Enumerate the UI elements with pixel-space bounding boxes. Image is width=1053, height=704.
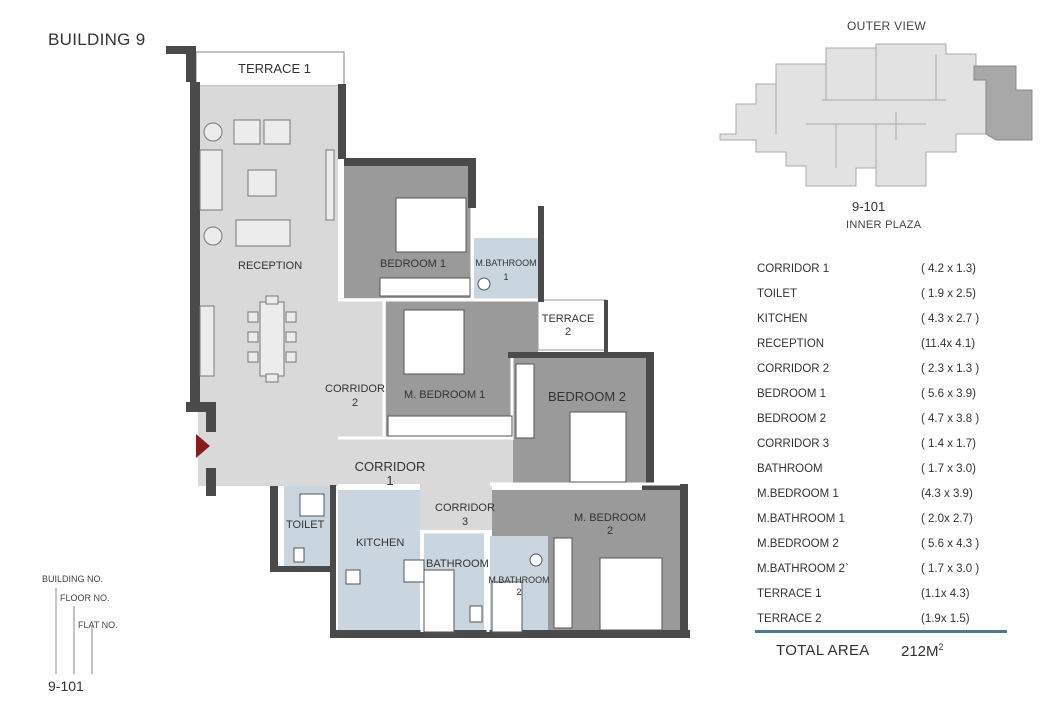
corridor3-area <box>420 484 492 530</box>
outer-view-title: OUTER VIEW <box>847 19 927 33</box>
area-table: CORRIDOR 1 ( 4.2 x 1.3) TOILET ( 1.9 x 2.5)… <box>757 256 997 631</box>
area-row: CORRIDOR 2 ( 2.3 x 1.3 ) <box>757 356 997 381</box>
area-room-dimensions: (1.9x 1.5) <box>921 612 970 625</box>
legend-building-no: BUILDING NO. <box>42 574 104 584</box>
area-room-name: CORRIDOR 2 <box>757 362 830 375</box>
area-row: M.BEDROOM 1 (4.3 x 3.9) <box>757 481 997 506</box>
area-row: M.BEDROOM 2 ( 5.6 x 4.3 ) <box>757 531 997 556</box>
outer-view-keyplan <box>719 43 1033 187</box>
area-room-dimensions: ( 2.3 x 1.3 ) <box>921 362 980 375</box>
area-row: KITCHEN ( 4.3 x 2.7 ) <box>757 306 997 331</box>
area-room-name: M.BEDROOM 1 <box>757 487 839 500</box>
area-room-name: CORRIDOR 3 <box>757 437 830 450</box>
room-label-bedroom1: BEDROOM 1 <box>380 258 447 270</box>
area-room-dimensions: (11.4x 4.1) <box>921 337 976 350</box>
room-label-reception: RECEPTION <box>238 260 303 272</box>
room-label-bedroom2: BEDROOM 2 <box>548 389 627 404</box>
area-room-name: M.BATHROOM 2` <box>757 562 849 575</box>
area-room-dimensions: ( 5.6 x 3.9) <box>921 387 976 400</box>
total-area-value: 212M2 <box>901 642 944 660</box>
area-room-name: TERRACE 2 <box>757 612 822 625</box>
area-room-name: KITCHEN <box>757 312 808 325</box>
area-row: BATHROOM ( 1.7 x 3.0) <box>757 456 997 481</box>
room-label-kitchen: KITCHEN <box>356 537 405 549</box>
room-label-toilet: TOILET <box>286 519 325 531</box>
area-room-dimensions: ( 1.4 x 1.7) <box>921 437 976 450</box>
room-label-bathroom: BATHROOM <box>426 558 489 570</box>
highlighted-unit <box>973 65 1033 141</box>
area-room-dimensions: ( 2.0x 2.7) <box>921 512 973 525</box>
outer-view-caption: INNER PLAZA <box>846 219 922 231</box>
area-room-dimensions: ( 1.7 x 3.0 ) <box>921 562 980 575</box>
area-room-dimensions: ( 4.2 x 1.3) <box>921 262 976 275</box>
area-row: BEDROOM 1 ( 5.6 x 3.9) <box>757 381 997 406</box>
area-row: RECEPTION (11.4x 4.1) <box>757 331 997 356</box>
building-title: BUILDING 9 <box>48 30 146 49</box>
area-room-name: RECEPTION <box>757 337 825 350</box>
area-room-dimensions: (4.3 x 3.9) <box>921 487 973 500</box>
total-area-label: TOTAL AREA <box>776 642 870 659</box>
legend-floor-no: FLOOR NO. <box>60 593 110 603</box>
area-room-name: M.BATHROOM 1 <box>757 512 845 525</box>
area-room-dimensions: ( 4.3 x 2.7 ) <box>921 312 980 325</box>
area-row: TERRACE 1 (1.1x 4.3) <box>757 581 997 606</box>
area-room-name: BEDROOM 2 <box>757 412 827 425</box>
code-legend-lines <box>55 588 93 674</box>
area-room-dimensions: ( 5.6 x 4.3 ) <box>921 537 980 550</box>
area-room-name: BEDROOM 1 <box>757 387 827 400</box>
area-row: BEDROOM 2 ( 4.7 x 3.8 ) <box>757 406 997 431</box>
area-row: TOILET ( 1.9 x 2.5) <box>757 281 997 306</box>
area-room-name: TOILET <box>757 287 798 300</box>
area-room-name: M.BEDROOM 2 <box>757 537 839 550</box>
area-room-dimensions: ( 1.7 x 3.0) <box>921 462 976 475</box>
area-room-dimensions: ( 1.9 x 2.5) <box>921 287 976 300</box>
total-divider <box>755 630 1007 633</box>
area-row: CORRIDOR 1 ( 4.2 x 1.3) <box>757 256 997 281</box>
area-row: M.BATHROOM 1 ( 2.0x 2.7) <box>757 506 997 531</box>
room-label-terrace1: TERRACE 1 <box>238 61 311 76</box>
legend-flat-no: FLAT NO. <box>78 620 118 630</box>
legend-flat-code: 9-101 <box>48 678 84 694</box>
area-row: TERRACE 2 (1.9x 1.5) <box>757 606 997 631</box>
corridor1-area <box>338 438 513 484</box>
room-label-m-bedroom1: M. BEDROOM 1 <box>404 389 486 401</box>
area-room-dimensions: ( 4.7 x 3.8 ) <box>921 412 980 425</box>
area-room-name: CORRIDOR 1 <box>757 262 830 275</box>
area-room-dimensions: (1.1x 4.3) <box>921 587 970 600</box>
floor-plan <box>166 46 690 638</box>
entrance-arrow-icon <box>196 434 210 458</box>
area-row: M.BATHROOM 2` ( 1.7 x 3.0 ) <box>757 556 997 581</box>
area-room-name: TERRACE 1 <box>757 587 822 600</box>
area-room-name: BATHROOM <box>757 462 823 475</box>
terrace1-area <box>195 51 345 87</box>
outer-view-unit-code: 9-101 <box>852 199 886 214</box>
area-row: CORRIDOR 3 ( 1.4 x 1.7) <box>757 431 997 456</box>
reception-area <box>198 86 338 486</box>
corridor2-area <box>338 298 386 438</box>
